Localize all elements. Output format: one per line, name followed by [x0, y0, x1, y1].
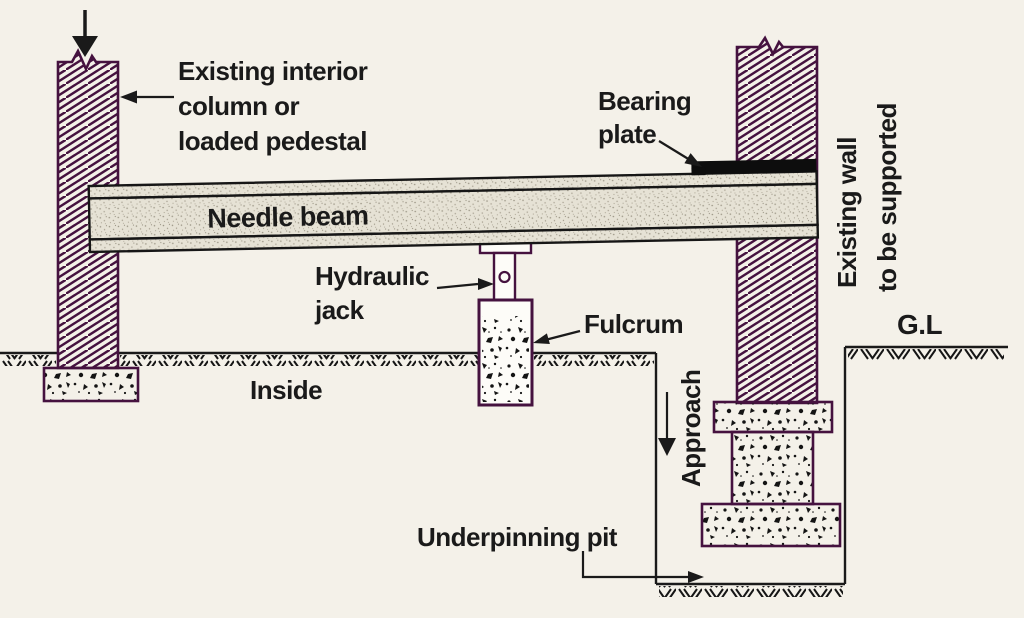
ground-hatch	[120, 355, 479, 366]
label-existing-wall: Existing wall to be supported	[832, 103, 902, 292]
jack-valve-circle	[498, 270, 511, 284]
approach-arrowhead	[658, 438, 676, 456]
label-approach: Approach	[658, 370, 706, 487]
label-column-line3: loaded pedestal	[178, 126, 367, 156]
leader-jack-arrowhead	[478, 278, 494, 290]
label-underpinning-pit-text: Underpinning pit	[417, 522, 618, 552]
ground-hatch	[848, 349, 1004, 360]
label-fulcrum: Fulcrum	[533, 309, 684, 344]
label-existing-column: Existing interior column or loaded pedes…	[120, 56, 368, 156]
label-jack-line1: Hydraulic	[315, 261, 429, 291]
leader-jack	[436, 282, 479, 290]
jack-cylinder	[492, 251, 517, 302]
label-bearing-plate: Bearing plate	[598, 86, 702, 167]
label-column-line1: Existing interior	[178, 56, 368, 86]
leader-fulcrum	[546, 329, 581, 341]
label-inside: Inside	[250, 375, 322, 405]
label-hydraulic-jack: Hydraulic jack	[314, 261, 494, 325]
ground-line-right	[845, 345, 1008, 360]
label-fulcrum-text: Fulcrum	[584, 309, 683, 339]
label-bearing-line2: plate	[598, 119, 656, 149]
label-needle-beam: Needle beam	[207, 200, 369, 233]
bearing-plate-lip	[691, 167, 706, 176]
wall-pier-block	[730, 430, 815, 506]
leader-pit-arrowhead	[688, 571, 704, 583]
needle-beam: Needle beam	[87, 158, 820, 254]
ground-hatch	[534, 355, 654, 366]
label-ground-level: G.L	[897, 309, 943, 340]
fulcrum-block	[477, 298, 534, 407]
leader-fulcrum-arrowhead	[533, 333, 550, 344]
ground-hatch	[0, 355, 56, 366]
label-bearing-line1: Bearing	[598, 86, 691, 116]
wall-footing	[700, 502, 842, 548]
beam-bottom-flange	[88, 223, 820, 254]
wall-cap-block	[712, 400, 834, 434]
leader-bearing-arrowhead	[684, 153, 702, 167]
hydraulic-jack	[478, 239, 533, 302]
label-jack-line2: jack	[314, 295, 365, 325]
leader-pit	[581, 551, 688, 579]
label-existing-wall-line1: Existing wall	[832, 137, 862, 288]
load-arrow	[72, 10, 98, 57]
leader-bearing	[658, 140, 691, 161]
column-footing	[42, 366, 140, 403]
label-underpinning-pit: Underpinning pit	[417, 522, 704, 583]
label-column-line2: column or	[178, 91, 300, 121]
label-approach-text: Approach	[676, 370, 706, 487]
ground-line-left	[0, 351, 656, 366]
leader-column-arrowhead	[120, 90, 137, 104]
bearing-plate	[691, 158, 817, 175]
pit-bottom-hatch	[659, 586, 843, 597]
label-existing-wall-line2: to be supported	[872, 103, 902, 292]
